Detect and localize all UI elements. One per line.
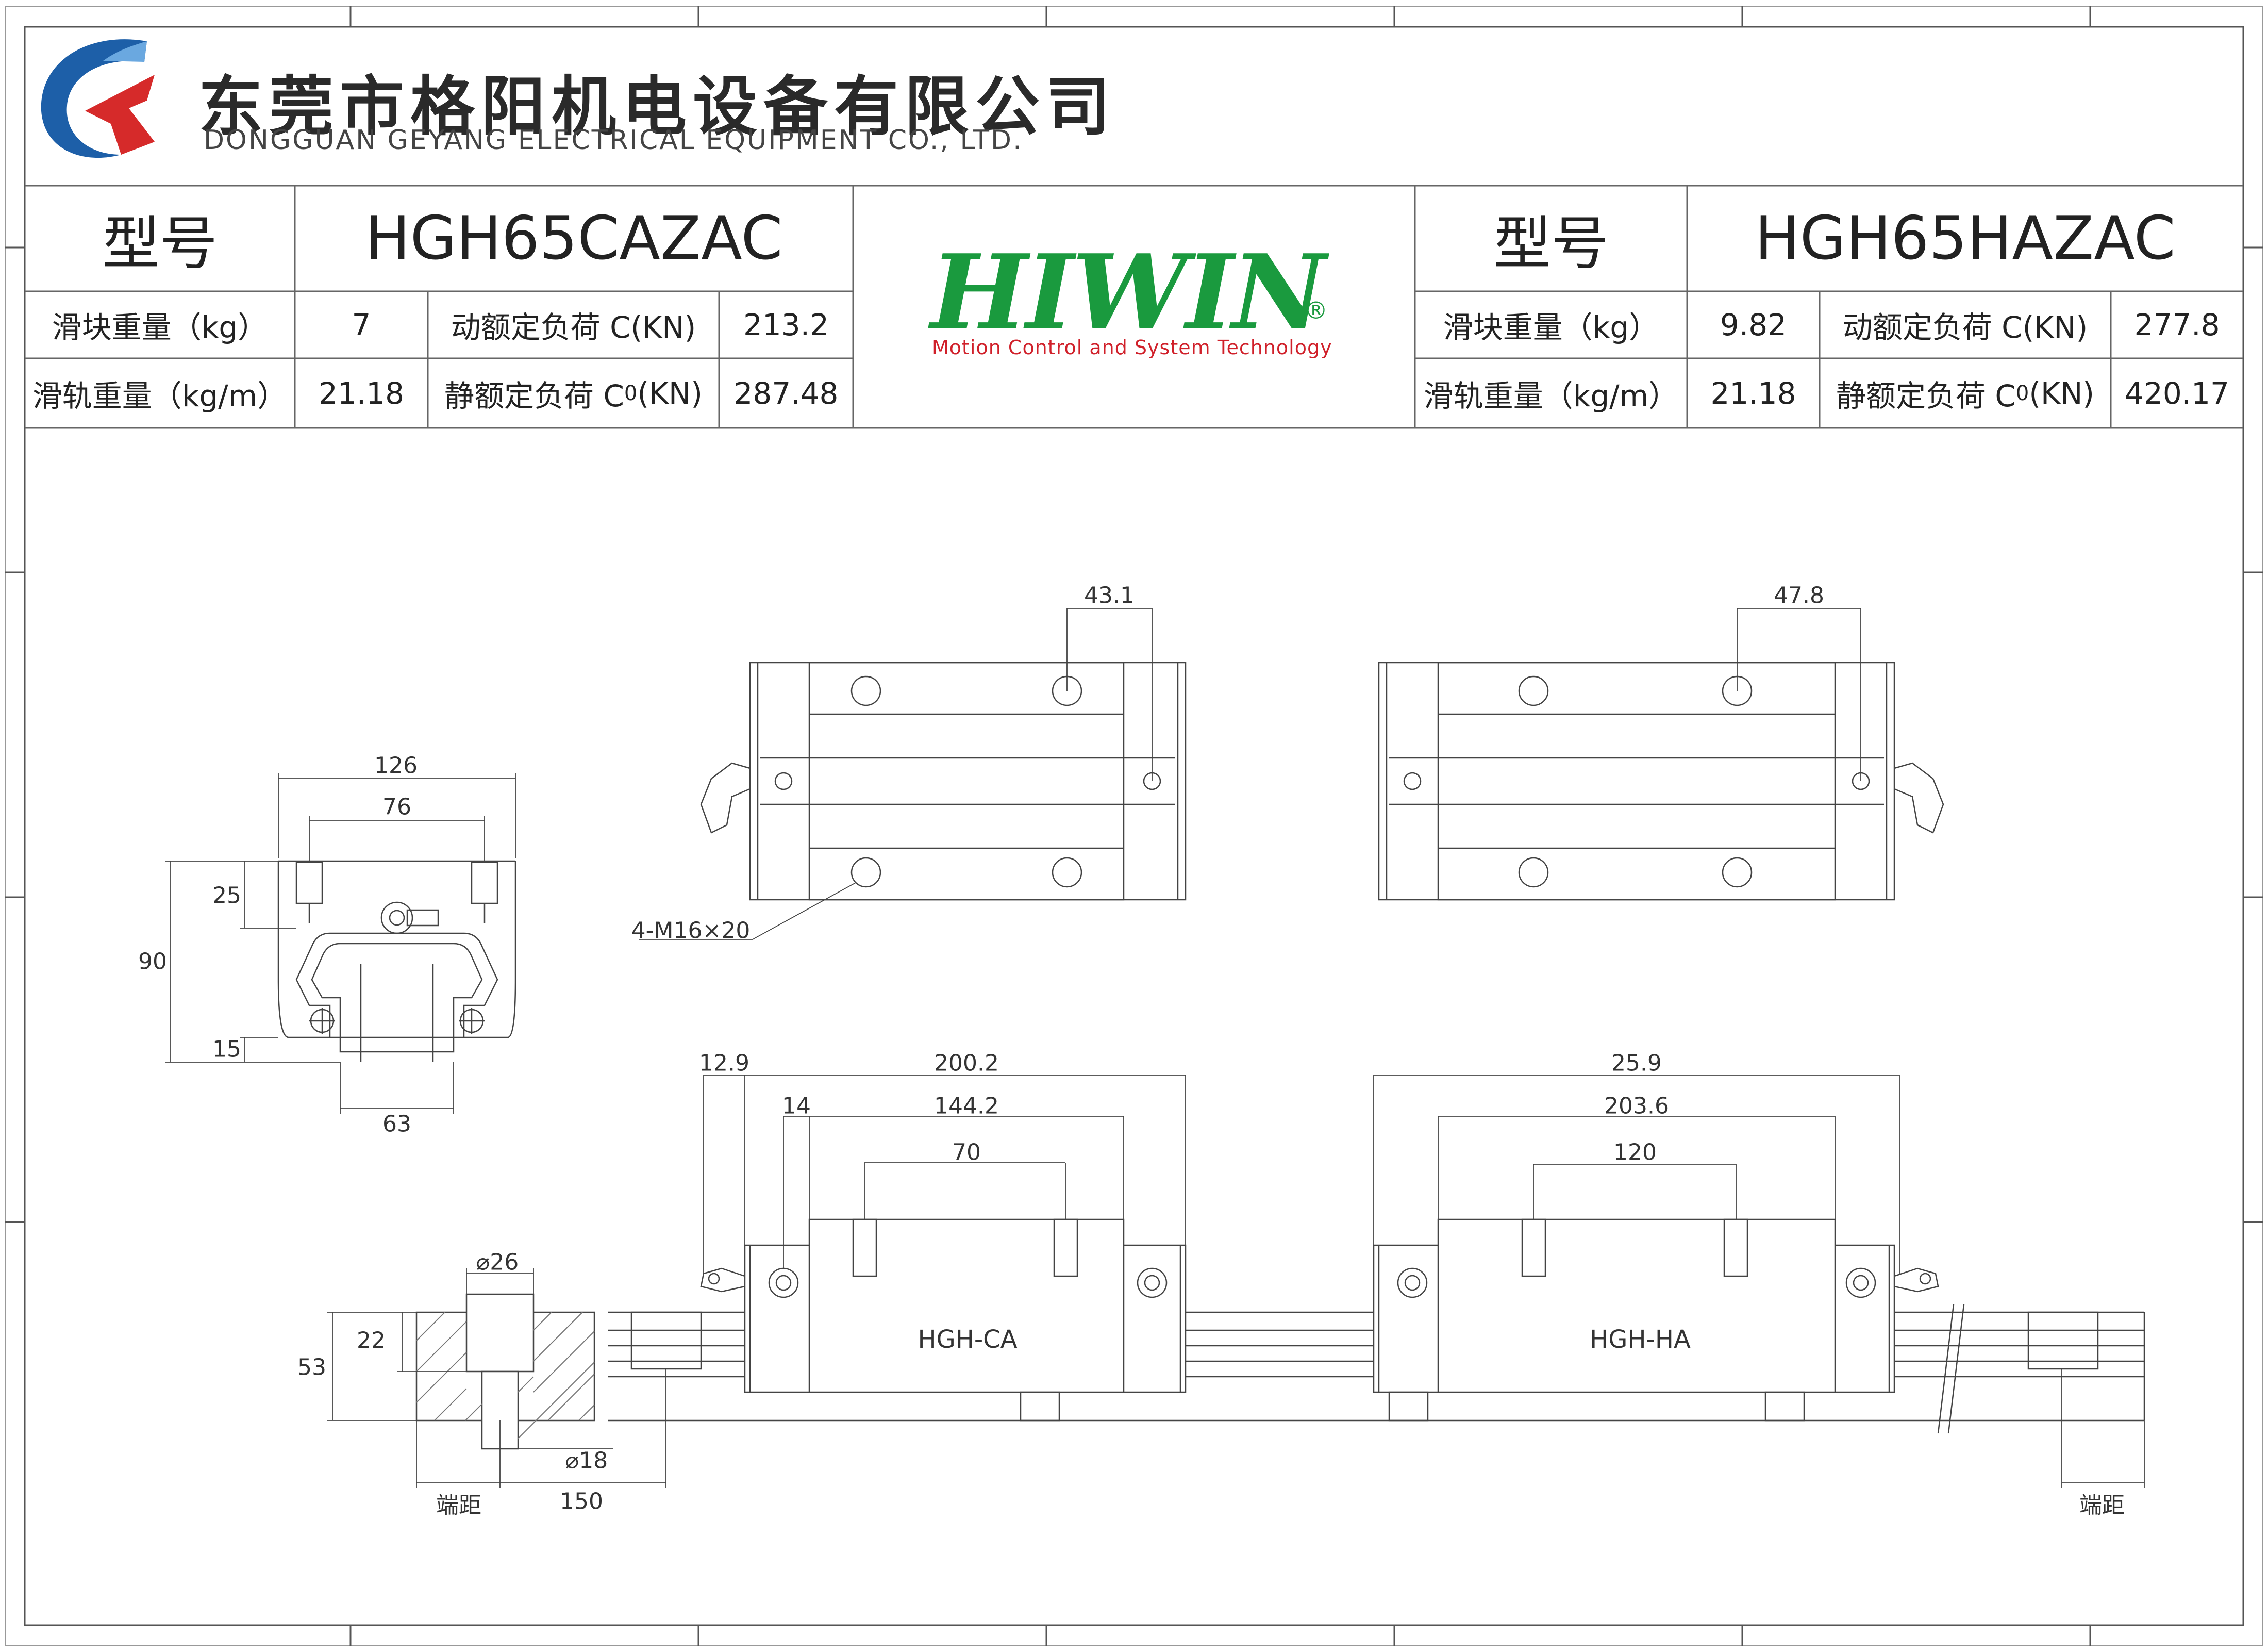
block-weight-value-left: 7	[352, 307, 371, 342]
dim-label: 53	[297, 1354, 326, 1381]
rail-hatching	[416, 1312, 595, 1439]
dim-label: 25.9	[1611, 1050, 1662, 1077]
static-load-value-left: 287.48	[733, 375, 839, 411]
company-name-cn: 东莞市格阳机电设备有限公司	[198, 70, 1116, 144]
dim-label: 70	[952, 1139, 981, 1166]
dim-label: 15	[212, 1036, 241, 1063]
rail-section-dims	[327, 1268, 2145, 1488]
dim-label: 43.1	[1084, 582, 1135, 609]
dim-label: 120	[1613, 1139, 1657, 1166]
static-load-label-pre: 静额定负荷 C	[444, 378, 624, 414]
dim-label: 126	[374, 752, 418, 779]
dim-label: 端距	[436, 1492, 481, 1518]
dim-label: ⌀18	[565, 1447, 608, 1474]
dim-label: 25	[212, 882, 241, 909]
dim-label: 150	[560, 1488, 603, 1515]
dim-label: 14	[782, 1093, 811, 1119]
spec-table-grid	[25, 185, 2243, 429]
top-view-ca-dims	[639, 608, 1153, 940]
block-weight-label-right: 滑块重量（kg）	[1443, 310, 1659, 345]
static-load-label-sub: 0	[2015, 381, 2029, 405]
side-view-ca-dims	[703, 1075, 1186, 1274]
dim-label: 12.9	[699, 1050, 749, 1077]
static-load-label-post: (KN)	[637, 375, 703, 411]
dynamic-load-value-left: 213.2	[743, 307, 829, 342]
block-label-ca: HGH-CA	[918, 1325, 1018, 1354]
static-load-label-pre: 静额定负荷 C	[1836, 378, 2016, 414]
block-weight-value-right: 9.82	[1720, 307, 1787, 342]
rail-weight-label-left: 滑轨重量（kg/m）	[32, 378, 288, 414]
company-logo-icon	[41, 39, 155, 158]
static-load-label-post: (KN)	[2029, 375, 2095, 411]
side-view-ca	[700, 1218, 1187, 1422]
dynamic-load-label-left: 动额定负荷 C(KN)	[451, 310, 696, 345]
dim-label: 47.8	[1774, 582, 1824, 609]
rail-weight-value-right: 21.18	[1710, 375, 1796, 411]
sheet-frame	[5, 6, 2263, 1646]
top-view-ha	[1378, 662, 1944, 901]
company-name-en: DONGGUAN GEYANG ELECTRICAL EQUIPMENT CO.…	[204, 125, 1023, 156]
thread-note: 4-M16×20	[631, 917, 751, 944]
dim-label: 22	[357, 1327, 386, 1354]
dim-label: 90	[138, 948, 167, 975]
brand-registered-mark: ®	[1304, 296, 1328, 324]
top-view-ca	[700, 662, 1187, 901]
dim-label: 端距	[2079, 1492, 2125, 1518]
model-value-left: HGH65CAZAC	[365, 204, 783, 273]
front-view-dims	[165, 773, 516, 1114]
brand-logo-text: HIWIN	[930, 232, 1326, 353]
dim-label: 144.2	[934, 1093, 999, 1119]
model-label-left: 型号	[102, 210, 218, 277]
brand-tagline: Motion Control and System Technology	[932, 336, 1332, 359]
static-load-label-sub: 0	[624, 381, 638, 405]
top-view-ha-dims	[1737, 608, 1861, 781]
rail-weight-label-right: 滑轨重量（kg/m）	[1423, 378, 1679, 414]
dim-label: 63	[382, 1111, 411, 1137]
dim-label: 200.2	[934, 1050, 999, 1077]
dim-label: 203.6	[1604, 1093, 1669, 1119]
dynamic-load-value-right: 277.8	[2134, 307, 2220, 342]
model-value-right: HGH65HAZAC	[1755, 204, 2176, 273]
front-view	[277, 860, 516, 1062]
rail-weight-value-left: 21.18	[318, 375, 405, 411]
side-view-ha	[1373, 1218, 1939, 1422]
static-load-value-right: 420.17	[2125, 375, 2229, 411]
block-weight-label-left: 滑块重量（kg）	[52, 310, 268, 345]
block-label-ha: HGH-HA	[1590, 1325, 1691, 1354]
dim-label: ⌀26	[476, 1249, 519, 1276]
dim-label: 76	[382, 794, 411, 820]
dynamic-load-label-right: 动额定负荷 C(KN)	[1842, 310, 2088, 345]
model-label-right: 型号	[1493, 210, 1609, 277]
side-view-ha-dims	[1373, 1075, 1900, 1274]
